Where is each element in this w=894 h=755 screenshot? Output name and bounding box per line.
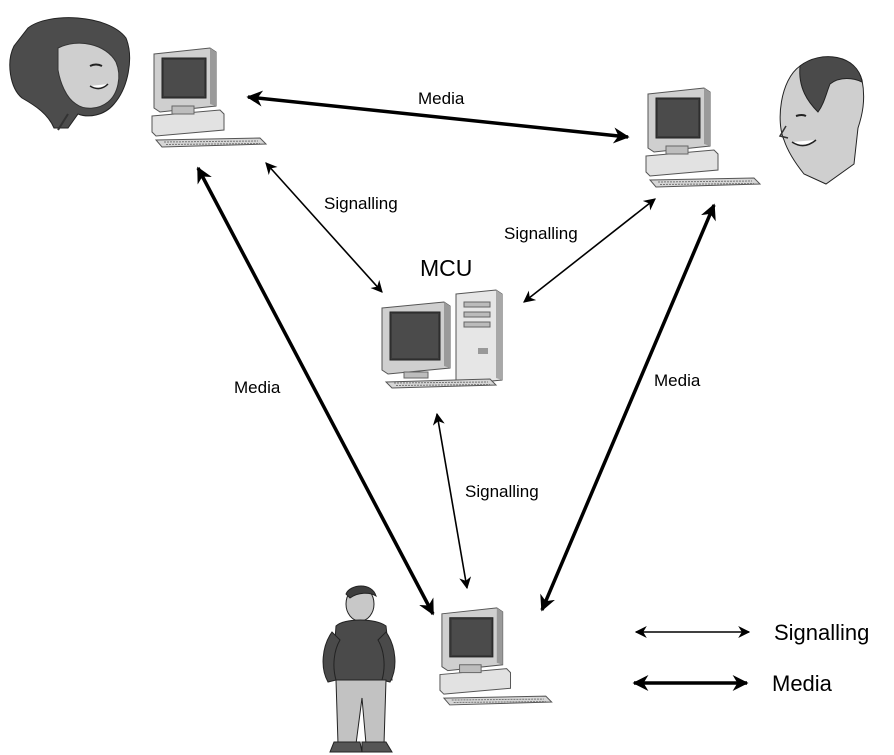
mcu-label: MCU xyxy=(420,255,472,281)
media-label-left: Media xyxy=(234,378,281,397)
legend-media-label: Media xyxy=(772,671,833,696)
signalling-label-bottom: Signalling xyxy=(465,482,539,501)
media-label-right: Media xyxy=(654,371,701,390)
standing-man-icon xyxy=(322,585,396,753)
legend: Signalling Media xyxy=(632,620,869,696)
signalling-label-top-right: Signalling xyxy=(504,224,578,243)
media-arrow-top xyxy=(246,90,630,144)
legend-signalling-label: Signalling xyxy=(774,620,869,645)
woman-face-icon xyxy=(9,17,131,131)
tower-computer-icon xyxy=(381,289,503,389)
media-arrow-left xyxy=(196,166,435,616)
signalling-arrow-top-right xyxy=(523,198,656,303)
media-label-top: Media xyxy=(418,89,465,108)
signalling-arrow-bottom xyxy=(432,412,472,590)
desktop-computer-icon xyxy=(439,607,553,706)
media-arrow-right xyxy=(540,203,716,612)
desktop-computer-icon xyxy=(645,87,761,188)
signalling-arrow-top-left xyxy=(265,162,383,293)
signalling-label-top-left: Signalling xyxy=(324,194,398,213)
man-face-icon xyxy=(778,56,865,185)
